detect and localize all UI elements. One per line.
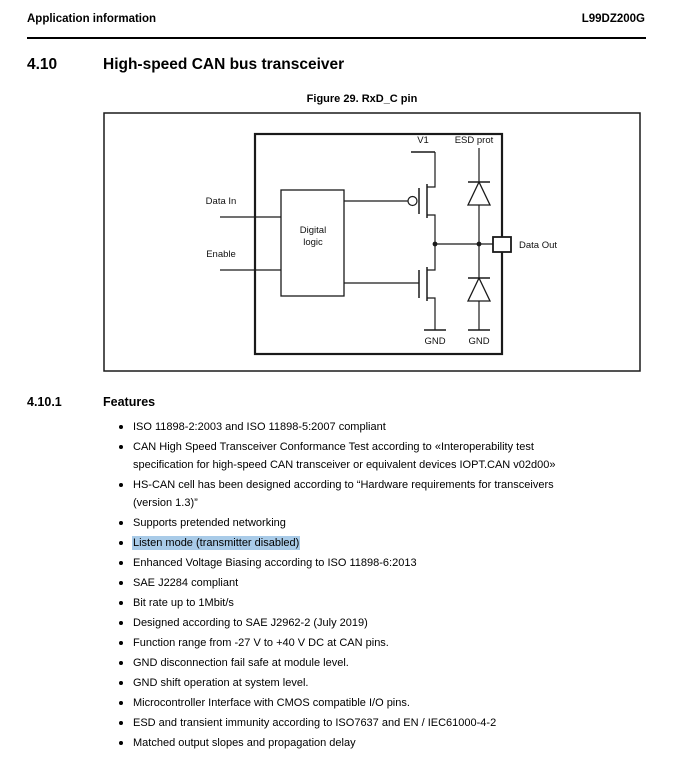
feature-text: GND shift operation at system level. <box>133 677 309 689</box>
feature-item: Supports pretended networking <box>116 514 578 532</box>
subsection-title: Features <box>103 395 156 409</box>
feature-item: Matched output slopes and propagation de… <box>116 734 578 752</box>
bullet-icon <box>119 561 123 565</box>
rxd-c-pin-diagram: Digital logic Data In Enable V1 GND ESD … <box>103 112 641 372</box>
feature-item: Bit rate up to 1Mbit/s <box>116 594 578 612</box>
feature-text: HS-CAN cell has been designed according … <box>133 479 554 509</box>
feature-text: SAE J2284 compliant <box>133 577 239 589</box>
feature-item: Microcontroller Interface with CMOS comp… <box>116 694 578 712</box>
feature-text: ESD and transient immunity according to … <box>133 717 497 729</box>
feature-text: Supports pretended networking <box>133 517 286 529</box>
feature-item: Listen mode (transmitter disabled) <box>116 534 578 552</box>
junction-dot-left <box>432 241 438 247</box>
digital-logic-block <box>280 189 345 297</box>
document-part-number: L99DZ200G <box>581 13 645 25</box>
pmos-gate-bubble <box>407 195 418 207</box>
figure-rxd-c-pin: Digital logic Data In Enable V1 GND ESD … <box>103 112 641 372</box>
feature-item: CAN High Speed Transceiver Conformance T… <box>116 438 578 474</box>
bullet-icon <box>119 741 123 745</box>
bullet-icon <box>119 445 123 449</box>
running-header-left: Application information <box>27 13 157 25</box>
feature-item: GND shift operation at system level. <box>116 674 578 692</box>
bullet-icon <box>119 521 123 525</box>
gnd-label-right: GND <box>468 336 489 347</box>
feature-item: ISO 11898-2:2003 and ISO 11898-5:2007 co… <box>116 418 578 436</box>
bullet-icon <box>119 641 123 645</box>
feature-text: Bit rate up to 1Mbit/s <box>133 597 234 609</box>
digital-logic-label-line1: Digital <box>300 225 326 236</box>
figure-caption: Figure 29. RxD_C pin <box>306 93 418 105</box>
enable-label: Enable <box>206 249 236 260</box>
bullet-icon <box>119 541 123 545</box>
feature-text: Enhanced Voltage Biasing according to IS… <box>133 557 417 569</box>
diode2-triangle <box>466 276 492 302</box>
pmos-drain-wire <box>427 214 436 244</box>
feature-item: Enhanced Voltage Biasing according to IS… <box>116 554 578 572</box>
bullet-icon <box>119 721 123 725</box>
feature-text: GND disconnection fail safe at module le… <box>133 657 349 669</box>
data-out-pad <box>492 236 512 253</box>
subsection-number: 4.10.1 <box>27 395 62 409</box>
nmos-drain-wire <box>427 244 436 271</box>
diode1-triangle <box>466 180 492 206</box>
bullet-icon <box>119 681 123 685</box>
figure-frame <box>103 112 641 372</box>
features-list: ISO 11898-2:2003 and ISO 11898-5:2007 co… <box>116 418 578 754</box>
bullet-icon <box>119 621 123 625</box>
pmos-source-wire <box>427 152 436 188</box>
digital-logic-label-line2: logic <box>303 237 323 248</box>
header-rule <box>27 37 646 39</box>
feature-item: Function range from -27 V to +40 V DC at… <box>116 634 578 652</box>
section-number: 4.10 <box>27 56 58 73</box>
section-title: High-speed CAN bus transceiver <box>103 56 345 73</box>
bullet-icon <box>119 581 123 585</box>
feature-text: Matched output slopes and propagation de… <box>133 737 356 749</box>
v1-label: V1 <box>417 135 429 146</box>
feature-item: GND disconnection fail safe at module le… <box>116 654 578 672</box>
esd-prot-label: ESD prot <box>455 135 494 146</box>
feature-text: ISO 11898-2:2003 and ISO 11898-5:2007 co… <box>133 421 386 433</box>
nmos-source-wire <box>427 297 436 330</box>
feature-item: ESD and transient immunity according to … <box>116 714 578 732</box>
data-in-label: Data In <box>206 196 237 207</box>
feature-item: Designed according to SAE J2962-2 (July … <box>116 614 578 632</box>
feature-item: SAE J2284 compliant <box>116 574 578 592</box>
feature-text: Function range from -27 V to +40 V DC at… <box>133 637 389 649</box>
feature-text-selected[interactable]: Listen mode (transmitter disabled) <box>133 537 300 549</box>
bullet-icon <box>119 701 123 705</box>
feature-text: Microcontroller Interface with CMOS comp… <box>133 697 410 709</box>
feature-item: HS-CAN cell has been designed according … <box>116 476 578 512</box>
feature-text: Designed according to SAE J2962-2 (July … <box>133 617 368 629</box>
gnd-label-left: GND <box>424 336 445 347</box>
feature-text: CAN High Speed Transceiver Conformance T… <box>133 441 556 471</box>
data-out-label: Data Out <box>519 240 557 251</box>
bullet-icon <box>119 661 123 665</box>
bullet-icon <box>119 425 123 429</box>
bullet-icon <box>119 601 123 605</box>
bullet-icon <box>119 483 123 487</box>
